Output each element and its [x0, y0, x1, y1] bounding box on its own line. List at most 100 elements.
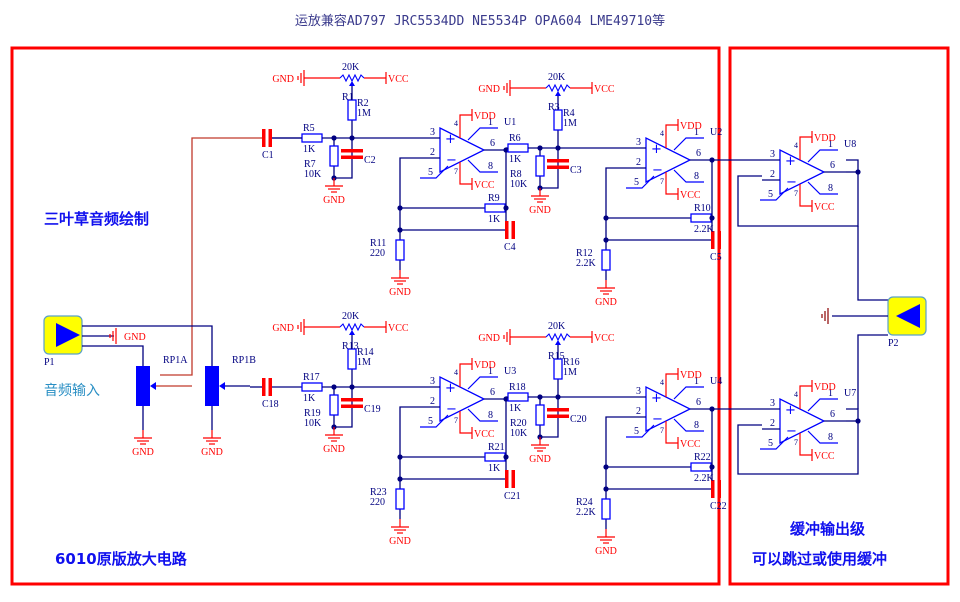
rail-label: VDD: [474, 111, 496, 122]
resistor: [507, 143, 529, 153]
op-amp-body: [779, 397, 826, 445]
rsh-value: 10K: [510, 428, 528, 439]
capacitor: [547, 408, 569, 418]
capacitor: [711, 231, 721, 249]
pin-number: 8: [828, 432, 833, 443]
csh-designator: C2: [364, 155, 376, 166]
rin-value: 1K: [303, 393, 316, 404]
cf-designator: C4: [504, 242, 516, 253]
minus-sign: −: [446, 153, 457, 168]
rtop-value: 1M: [357, 357, 371, 368]
op-amp-designator: U1: [504, 117, 516, 128]
pin-1: [467, 376, 498, 390]
pin-number: 5: [768, 438, 773, 449]
rtop-a-designator: R1: [342, 92, 354, 103]
pin-number: 7: [794, 189, 798, 198]
pin-number: 1: [488, 117, 493, 128]
junction-dot: [503, 205, 509, 211]
pin-number: 6: [830, 160, 835, 171]
ground-symbol: GND: [132, 430, 154, 458]
ground-symbol: GND: [389, 270, 411, 298]
wire: [737, 408, 859, 475]
ground-symbol: GND: [529, 188, 551, 216]
capacitor-plate: [505, 470, 509, 488]
connector-designator: P2: [888, 338, 899, 349]
csh-designator: C20: [570, 414, 587, 425]
ground-symbol: [109, 328, 117, 344]
pin-5: [626, 424, 655, 438]
capacitor-plate: [341, 149, 363, 153]
pin-number: 3: [636, 386, 641, 397]
arrow-left-icon: [896, 304, 920, 328]
ground-symbol: [503, 329, 511, 345]
resistor: [329, 145, 339, 167]
ground-symbol: [297, 319, 305, 335]
pin-5: [420, 414, 449, 428]
author-note: 三叶草音频绘制: [44, 210, 150, 228]
rin-value: 1K: [509, 403, 522, 414]
resistor: [507, 392, 529, 402]
pot-designator: RP1A: [163, 355, 188, 366]
ground-symbol: GND: [201, 430, 223, 458]
ground-symbol: GND: [323, 427, 345, 455]
wire: [399, 406, 422, 479]
junction-dot: [397, 205, 403, 211]
op-amp-body: [439, 375, 486, 423]
buffer-frame: [728, 46, 950, 586]
ground-symbol: GND: [529, 437, 551, 465]
rg-designator: R23: [370, 487, 387, 498]
minus-sign: −: [652, 163, 663, 178]
power-rail: VDD: [471, 358, 496, 371]
rail-label: VDD: [474, 360, 496, 371]
power-rail: VCC: [677, 188, 701, 201]
wire: [399, 157, 422, 230]
rail-label: VCC: [474, 429, 495, 440]
rsh-designator: R7: [304, 159, 316, 170]
ground-symbol: [821, 308, 829, 324]
pin-number: 2: [770, 169, 775, 180]
pin-number: 4: [454, 368, 458, 377]
capacitor-plate: [547, 408, 569, 412]
minus-sign: −: [786, 175, 797, 190]
rin-value: 1K: [509, 154, 522, 165]
power-rail: VCC: [591, 331, 615, 344]
pot-zigzag: [339, 322, 365, 332]
capacitor-plate: [341, 155, 363, 159]
op-amp-designator: U3: [504, 366, 516, 377]
vcc-wire: [665, 172, 678, 195]
pin-number: 3: [430, 376, 435, 387]
rf-value: 1K: [488, 214, 501, 225]
resistor: [690, 213, 712, 223]
pin-1: [673, 137, 704, 151]
vcc-wire: [665, 421, 678, 444]
pin-5: [760, 436, 789, 450]
vdd-wire: [459, 363, 472, 387]
resistor: [329, 394, 339, 416]
op-amp-body: [439, 126, 486, 174]
resistor: [301, 382, 323, 392]
rg-value: 2.2K: [576, 258, 597, 269]
pin-number: 8: [488, 410, 493, 421]
junction-dot: [603, 215, 609, 221]
rg-value: 220: [370, 248, 385, 259]
rin-designator: R17: [303, 372, 320, 383]
wire: [605, 416, 628, 489]
pin-number: 7: [660, 177, 664, 186]
power-rail: VCC: [677, 437, 701, 450]
gnd-label: GND: [478, 84, 500, 95]
rail-label: VCC: [680, 190, 701, 201]
rg-value: 220: [370, 497, 385, 508]
op-amp-designator: U4: [710, 376, 722, 387]
pin-number: 3: [430, 127, 435, 138]
capacitor-plate: [711, 480, 715, 498]
wire: [505, 150, 507, 209]
volume-pot: GND RP1A: [132, 355, 188, 458]
rg-designator: R24: [576, 497, 593, 508]
buffer-subtitle: 可以跳过或使用缓冲: [752, 550, 888, 568]
resistor: [601, 498, 611, 520]
pin-8: [673, 418, 704, 432]
